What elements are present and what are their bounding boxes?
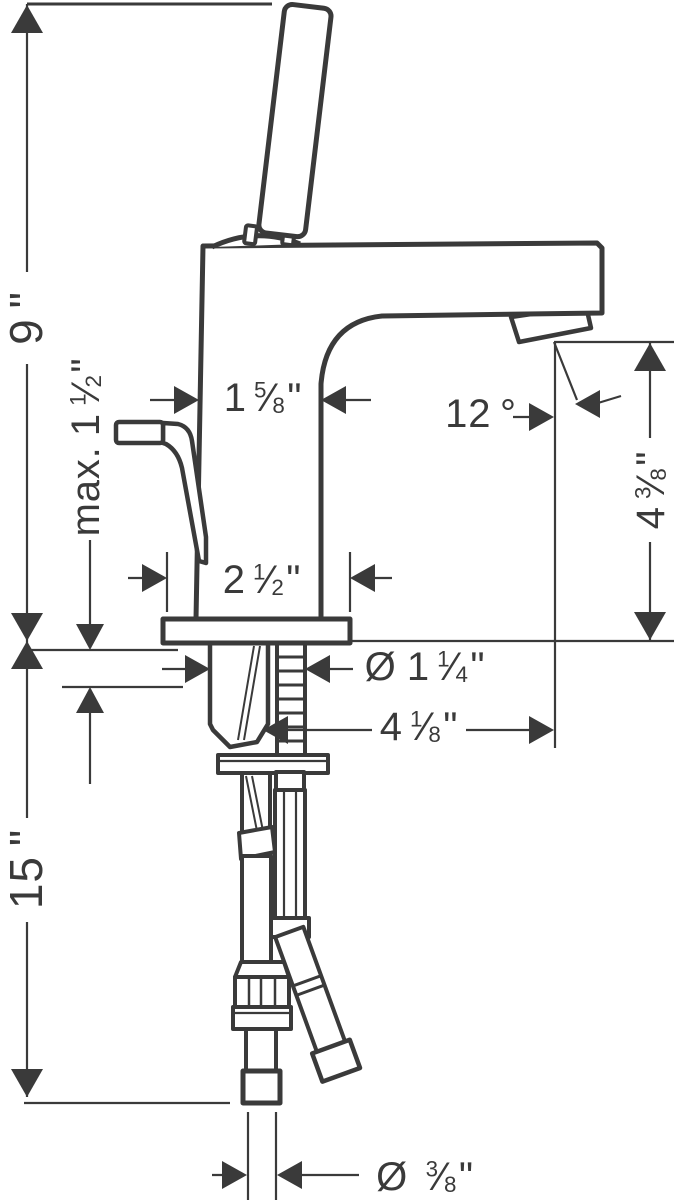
dim-spout-reach-lines bbox=[263, 342, 557, 748]
threaded-shank bbox=[275, 638, 307, 760]
handle-foot-left bbox=[242, 223, 259, 247]
under-deck-assembly bbox=[207, 637, 363, 1106]
faceted-nut bbox=[233, 960, 291, 979]
dim-hole-diameter-lines bbox=[162, 655, 353, 683]
faucet-outline bbox=[113, 2, 605, 1106]
dim-body-width-lines bbox=[150, 386, 371, 414]
dim-spout-angle-label: 12° bbox=[445, 392, 517, 436]
dimension-annotations bbox=[11, 2, 674, 1200]
dim-below-deck-label: 15" bbox=[0, 828, 52, 910]
dim-supply-diameter-lines bbox=[212, 1112, 359, 1200]
dim-outlet-height-label: 43⁄8" bbox=[629, 450, 673, 530]
pull-rod bbox=[237, 645, 261, 741]
valve-body bbox=[207, 637, 271, 750]
hose-end-fitting bbox=[309, 1037, 363, 1084]
locknut-washer bbox=[216, 753, 330, 775]
side-lever-knob bbox=[113, 419, 166, 446]
dim-overall-height-label: 9" bbox=[0, 291, 52, 345]
dim-deck-thickness-lines bbox=[23, 540, 183, 784]
pipe-end-cap bbox=[240, 1068, 283, 1106]
base-plate bbox=[160, 616, 353, 646]
dim-overall-height-lines bbox=[11, 2, 272, 641]
dim-base-width-lines bbox=[128, 552, 392, 612]
dim-below-deck-lines bbox=[11, 641, 230, 1105]
left-pipe bbox=[231, 771, 293, 1106]
dim-spout-angle-lines bbox=[513, 341, 622, 431]
side-lever bbox=[113, 419, 209, 566]
faucet-body-spout bbox=[193, 240, 605, 622]
lever-handle bbox=[256, 2, 334, 240]
side-lever-arm bbox=[160, 420, 209, 566]
supply-hose bbox=[269, 770, 363, 1084]
dim-deck-thickness-label: max.11⁄2" bbox=[64, 357, 108, 537]
dim-outlet-height-lines bbox=[350, 340, 674, 643]
